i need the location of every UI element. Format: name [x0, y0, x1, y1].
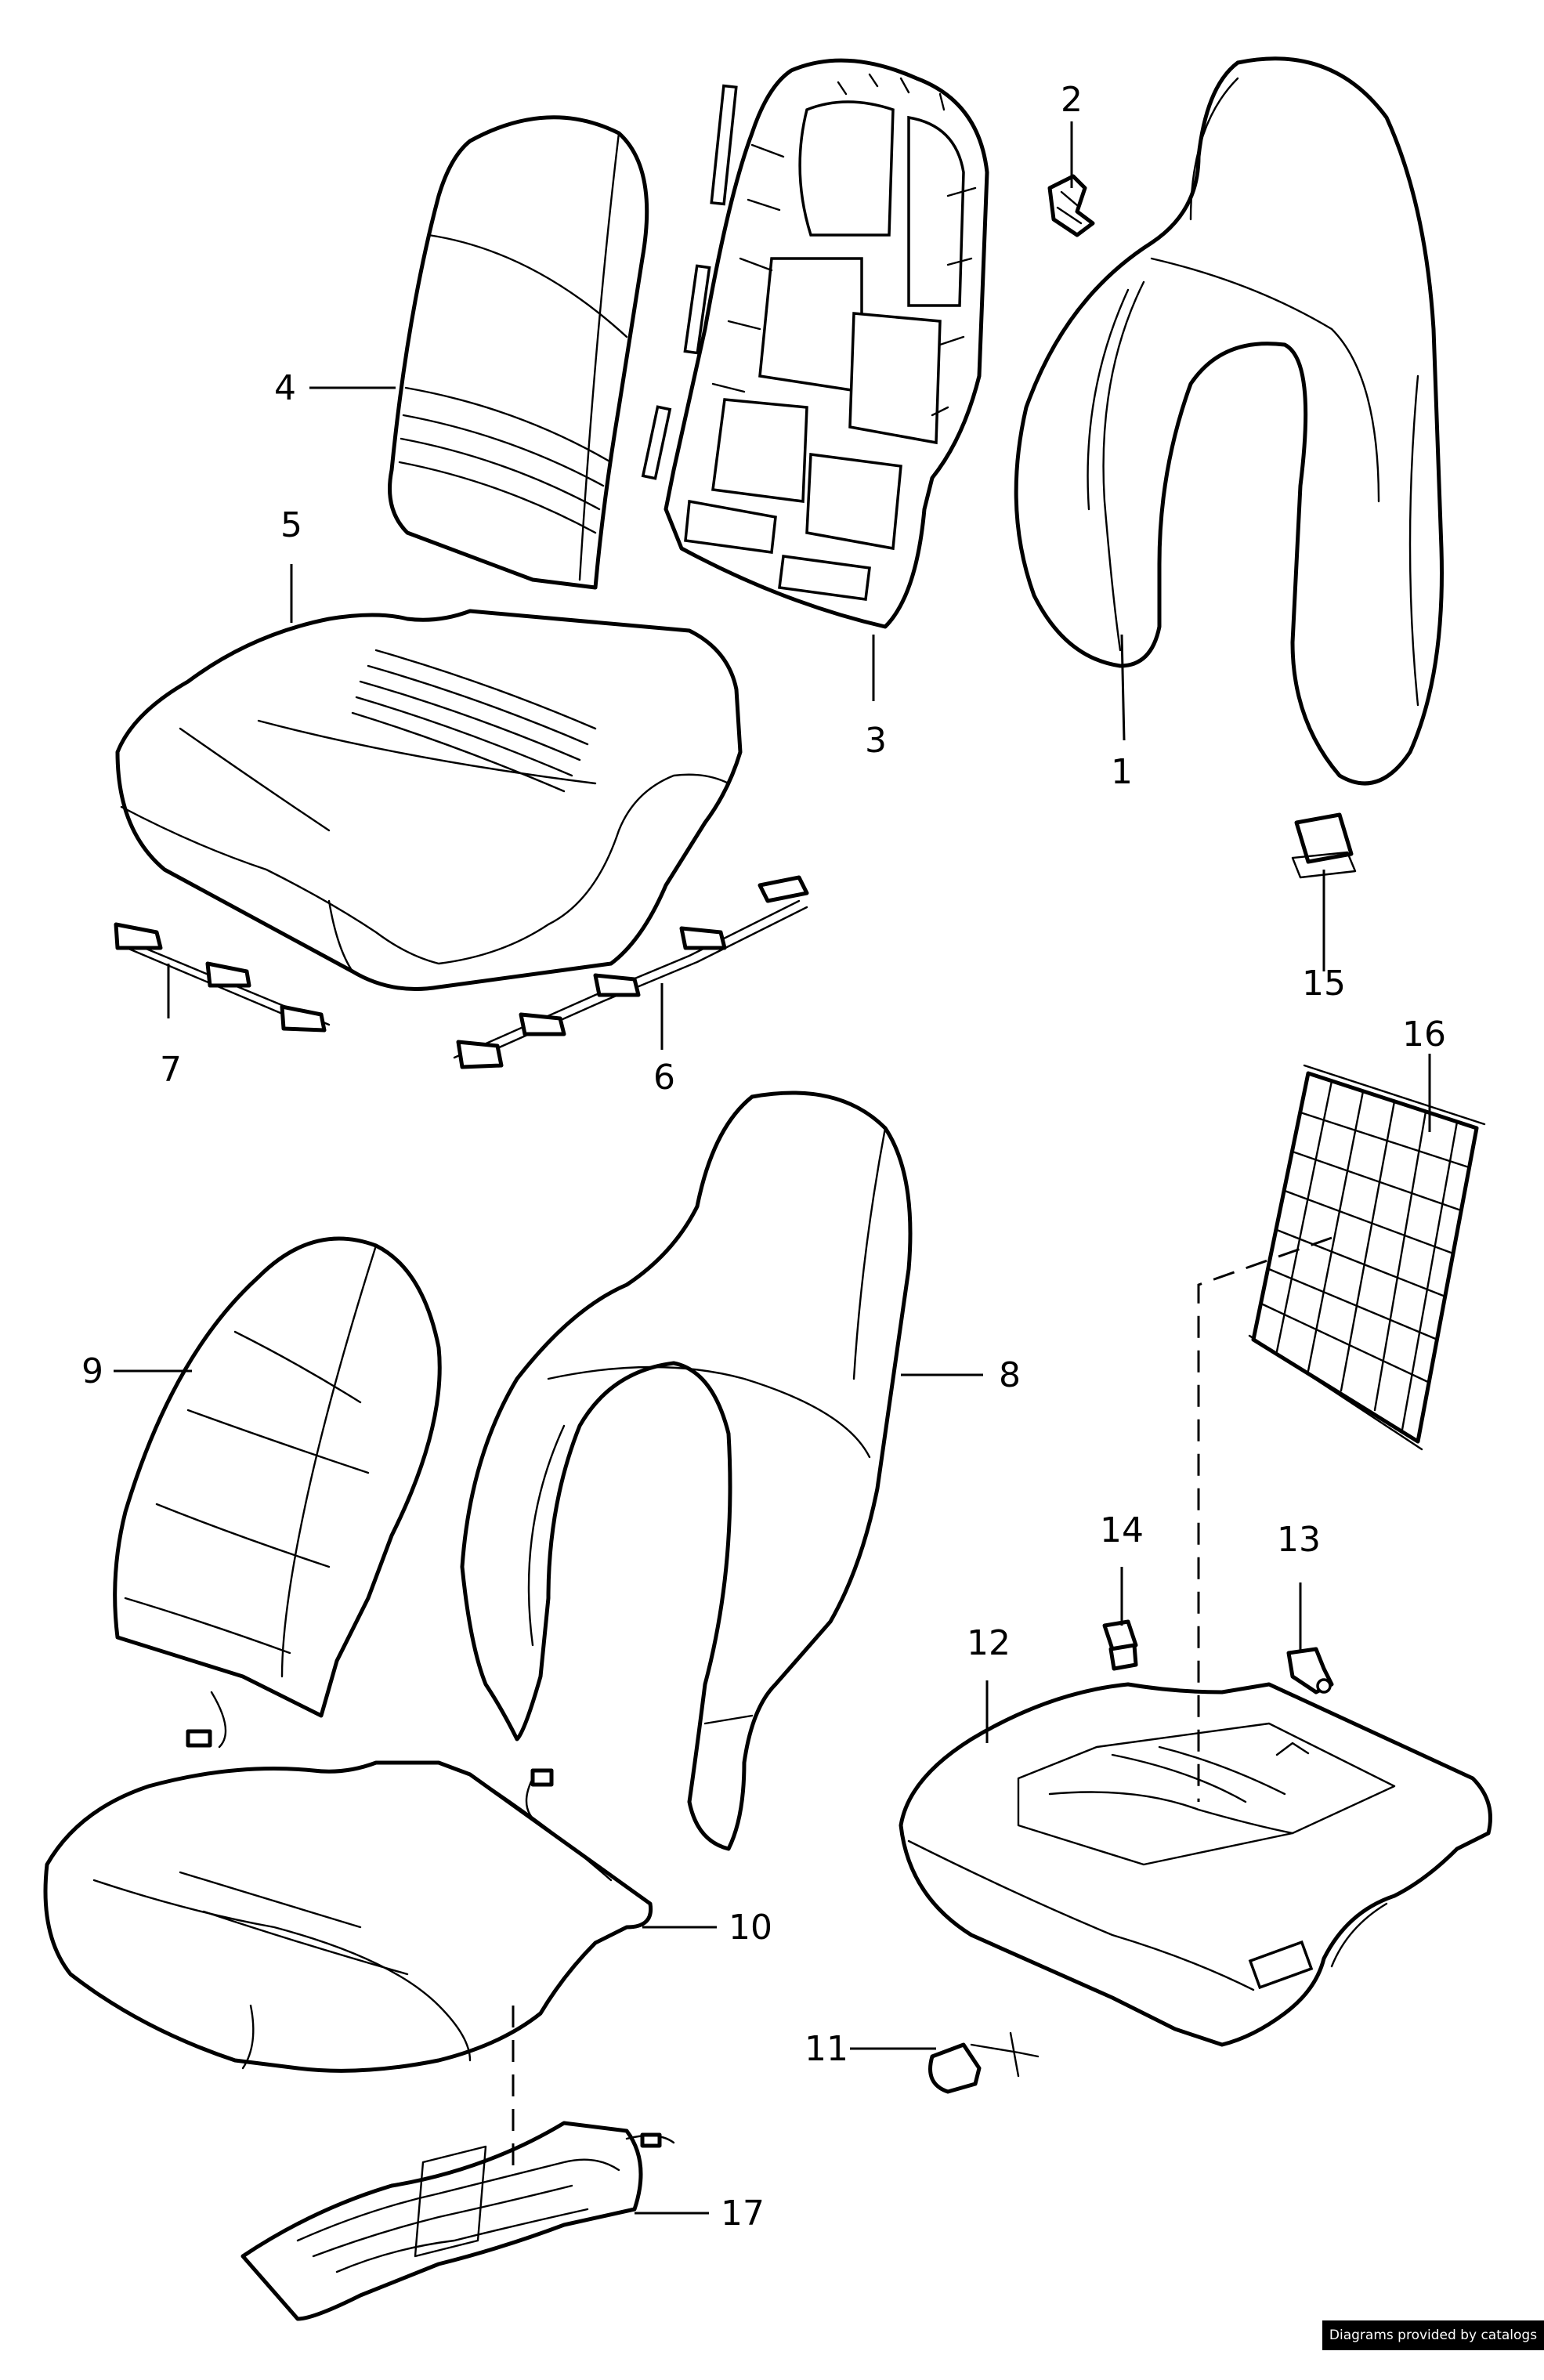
part-10-seat-cover [43, 1760, 653, 2073]
callout-17: 17 [721, 2194, 765, 2234]
leader-lines [114, 121, 1431, 2215]
part-9-backrest-cover [113, 1236, 442, 1749]
part-2-clip [1047, 174, 1095, 237]
callout-5: 5 [280, 505, 302, 545]
callout-13: 13 [1277, 1520, 1321, 1560]
callout-7: 7 [160, 1050, 182, 1090]
callout-10: 10 [729, 1908, 772, 1948]
callout-labels: 1 2 3 4 5 6 7 8 9 10 11 12 13 14 15 16 1… [81, 80, 1446, 2234]
part-11-fastener-clip [928, 2031, 1040, 2094]
part-12-seat-shell [899, 1682, 1492, 2047]
part-17-heating-mat [240, 2121, 675, 2321]
callout-12: 12 [967, 1623, 1011, 1663]
callout-15: 15 [1302, 964, 1346, 1004]
part-15-clip [1291, 812, 1357, 879]
callout-4: 4 [274, 368, 296, 408]
callout-6: 6 [653, 1058, 675, 1098]
part-6-wire-strip [453, 875, 809, 1069]
assembly-lines [512, 1236, 1332, 2170]
part-1-backrest-trim [1014, 56, 1444, 786]
callout-2: 2 [1061, 80, 1083, 120]
part-7-wire-strip [114, 922, 331, 1033]
callout-3: 3 [865, 721, 887, 761]
part-4-backrest-cushion [388, 115, 649, 590]
part-13-fastener [1286, 1647, 1334, 1695]
part-14-connector [1102, 1619, 1138, 1671]
callout-1: 1 [1111, 752, 1133, 792]
part-16-mesh-panel [1248, 1064, 1486, 1451]
part-3-backrest-frame [641, 58, 989, 629]
part-8-backrest-side-cover [460, 1091, 913, 1851]
credit-footer: Diagrams provided by catalogs parts [1322, 2320, 1544, 2373]
callout-16: 16 [1402, 1015, 1446, 1054]
part-5-seat-cushion [115, 609, 743, 991]
callout-11: 11 [805, 2029, 848, 2069]
callout-9: 9 [81, 1351, 103, 1391]
callout-8: 8 [999, 1355, 1021, 1395]
callout-14: 14 [1100, 1510, 1144, 1550]
